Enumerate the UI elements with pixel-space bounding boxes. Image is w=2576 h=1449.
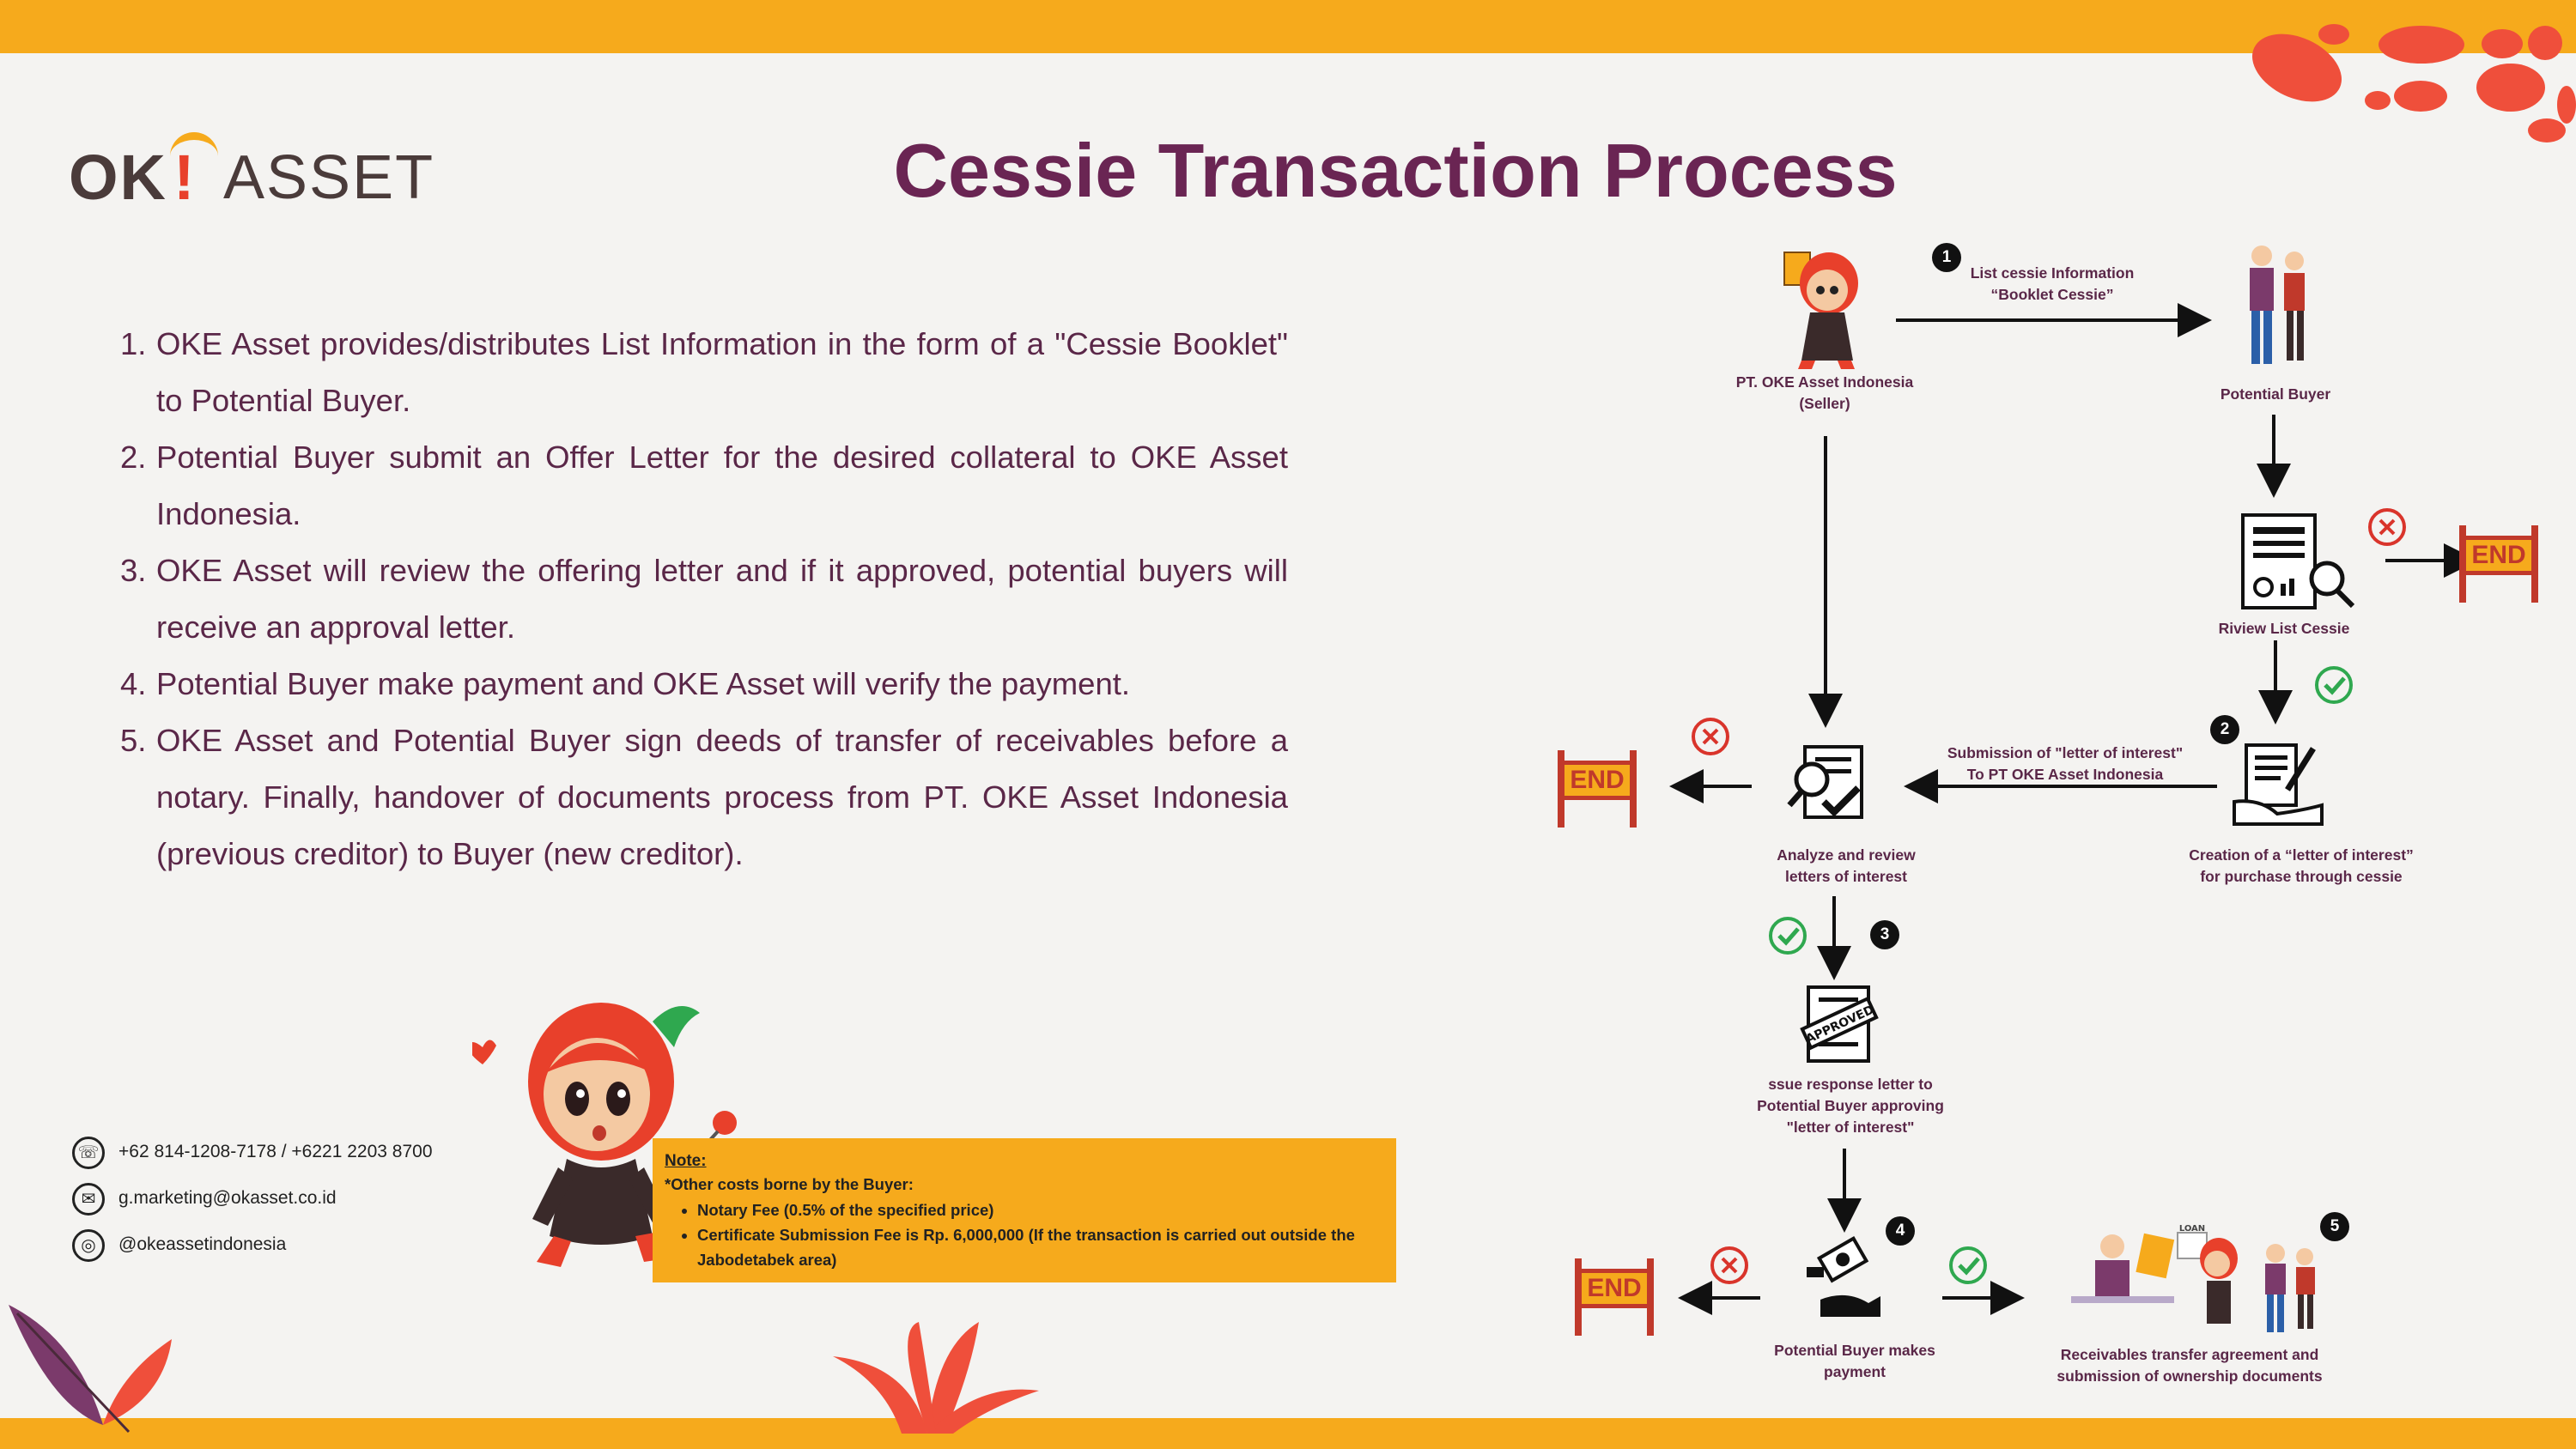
buyer-label: Potential Buyer <box>2220 385 2331 403</box>
okasset-logo: OK ! ASSET <box>69 129 433 223</box>
mascot-illustration <box>472 1003 700 1267</box>
issue-label: ssue response letter to Potential Buyer … <box>1757 1076 1944 1136</box>
transfer-label: Receivables transfer agreement and submi… <box>2057 1346 2323 1385</box>
process-step: 4.Potential Buyer make payment and OKE A… <box>120 666 1131 701</box>
instagram-icon: ◎ <box>72 1229 105 1262</box>
note-item: Certificate Submission Fee is Rp. 6,000,… <box>697 1222 1384 1272</box>
loan-tag-text: LOAN <box>2179 1224 2205 1234</box>
logo-exclamation: ! <box>173 142 195 213</box>
buyer-couple-icon <box>2250 246 2305 364</box>
note-box: Note: *Other costs borne by the Buyer: N… <box>653 1138 1396 1282</box>
note-item: Notary Fee (0.5% of the specified price) <box>697 1197 1384 1222</box>
process-step: 1.OKE Asset provides/distributes List In… <box>120 326 1288 418</box>
step-badge-4: 4 <box>1886 1216 1915 1246</box>
process-step: 3.OKE Asset will review the offering let… <box>120 553 1288 645</box>
seller-mascot-icon <box>1783 252 1858 369</box>
payment-label: Potential Buyer makes payment <box>1774 1342 1935 1380</box>
page-title: Cessie Transaction Process <box>893 128 1898 213</box>
reject-icon <box>2368 508 2406 546</box>
logo-ok-text: OK <box>69 142 167 213</box>
approve-check-icon <box>2315 666 2353 704</box>
process-steps-list: 1.OKE Asset provides/distributes List In… <box>120 316 1288 882</box>
step-badge-5: 5 <box>2320 1212 2349 1241</box>
logo-arc <box>170 132 218 164</box>
end-sign: END <box>1575 1258 1654 1336</box>
plant-decoration-left <box>9 1305 172 1434</box>
transfer-agreement-icon: LOAN <box>2071 1224 2315 1332</box>
top-accent-bar <box>0 0 2576 53</box>
logo-asset-text: ASSET <box>223 143 435 212</box>
note-intro: *Other costs borne by the Buyer: <box>665 1175 914 1193</box>
reject-icon <box>1692 718 1729 755</box>
reject-icon <box>1710 1246 1748 1284</box>
step-badge-3: 3 <box>1870 920 1899 949</box>
letter-writing-icon <box>2233 743 2324 826</box>
contact-info: ☏ +62 814-1208-7178 / +6221 2203 8700 ✉ … <box>72 1135 519 1274</box>
mail-icon: ✉ <box>72 1183 105 1216</box>
review-document-icon <box>2241 513 2355 609</box>
seller-label: PT. OKE Asset Indonesia (Seller) <box>1735 373 1914 412</box>
contact-email[interactable]: ✉ g.marketing@okasset.co.id <box>72 1181 519 1228</box>
process-step: 2.Potential Buyer submit an Offer Letter… <box>120 440 1288 531</box>
creation-label: Creation of a “letter of interest” for p… <box>2189 846 2414 885</box>
arrow1-label: List cessie Information “Booklet Cessie” <box>1970 264 2135 303</box>
contact-instagram[interactable]: ◎ @okeassetindonesia <box>72 1228 519 1274</box>
step-badge-2: 2 <box>2210 715 2239 744</box>
bottom-accent-bar <box>0 1418 2576 1449</box>
contact-phone[interactable]: ☏ +62 814-1208-7178 / +6221 2203 8700 <box>72 1135 519 1181</box>
plant-decoration-bottom <box>833 1322 1039 1434</box>
note-list: Notary Fee (0.5% of the specified price)… <box>665 1197 1384 1272</box>
approve-check-icon <box>1949 1246 1987 1284</box>
end-sign: END <box>2459 525 2538 603</box>
step-badge-1: 1 <box>1932 243 1961 272</box>
review-label: Riview List Cessie <box>2218 620 2350 637</box>
analyze-label: Analyze and review letters of interest <box>1777 846 1916 885</box>
arrow2-label: Submission of "letter of interest" To PT… <box>1947 744 2184 783</box>
note-heading: Note: <box>665 1152 707 1170</box>
payment-hand-icon <box>1807 1236 1880 1317</box>
process-step: 5.OKE Asset and Potential Buyer sign dee… <box>120 723 1288 871</box>
analyze-document-icon <box>1787 745 1863 819</box>
approve-check-icon <box>1769 917 1807 955</box>
end-sign: END <box>1558 750 1637 828</box>
approved-letter-icon: APPROVED <box>1800 985 1879 1063</box>
phone-icon: ☏ <box>72 1137 105 1169</box>
